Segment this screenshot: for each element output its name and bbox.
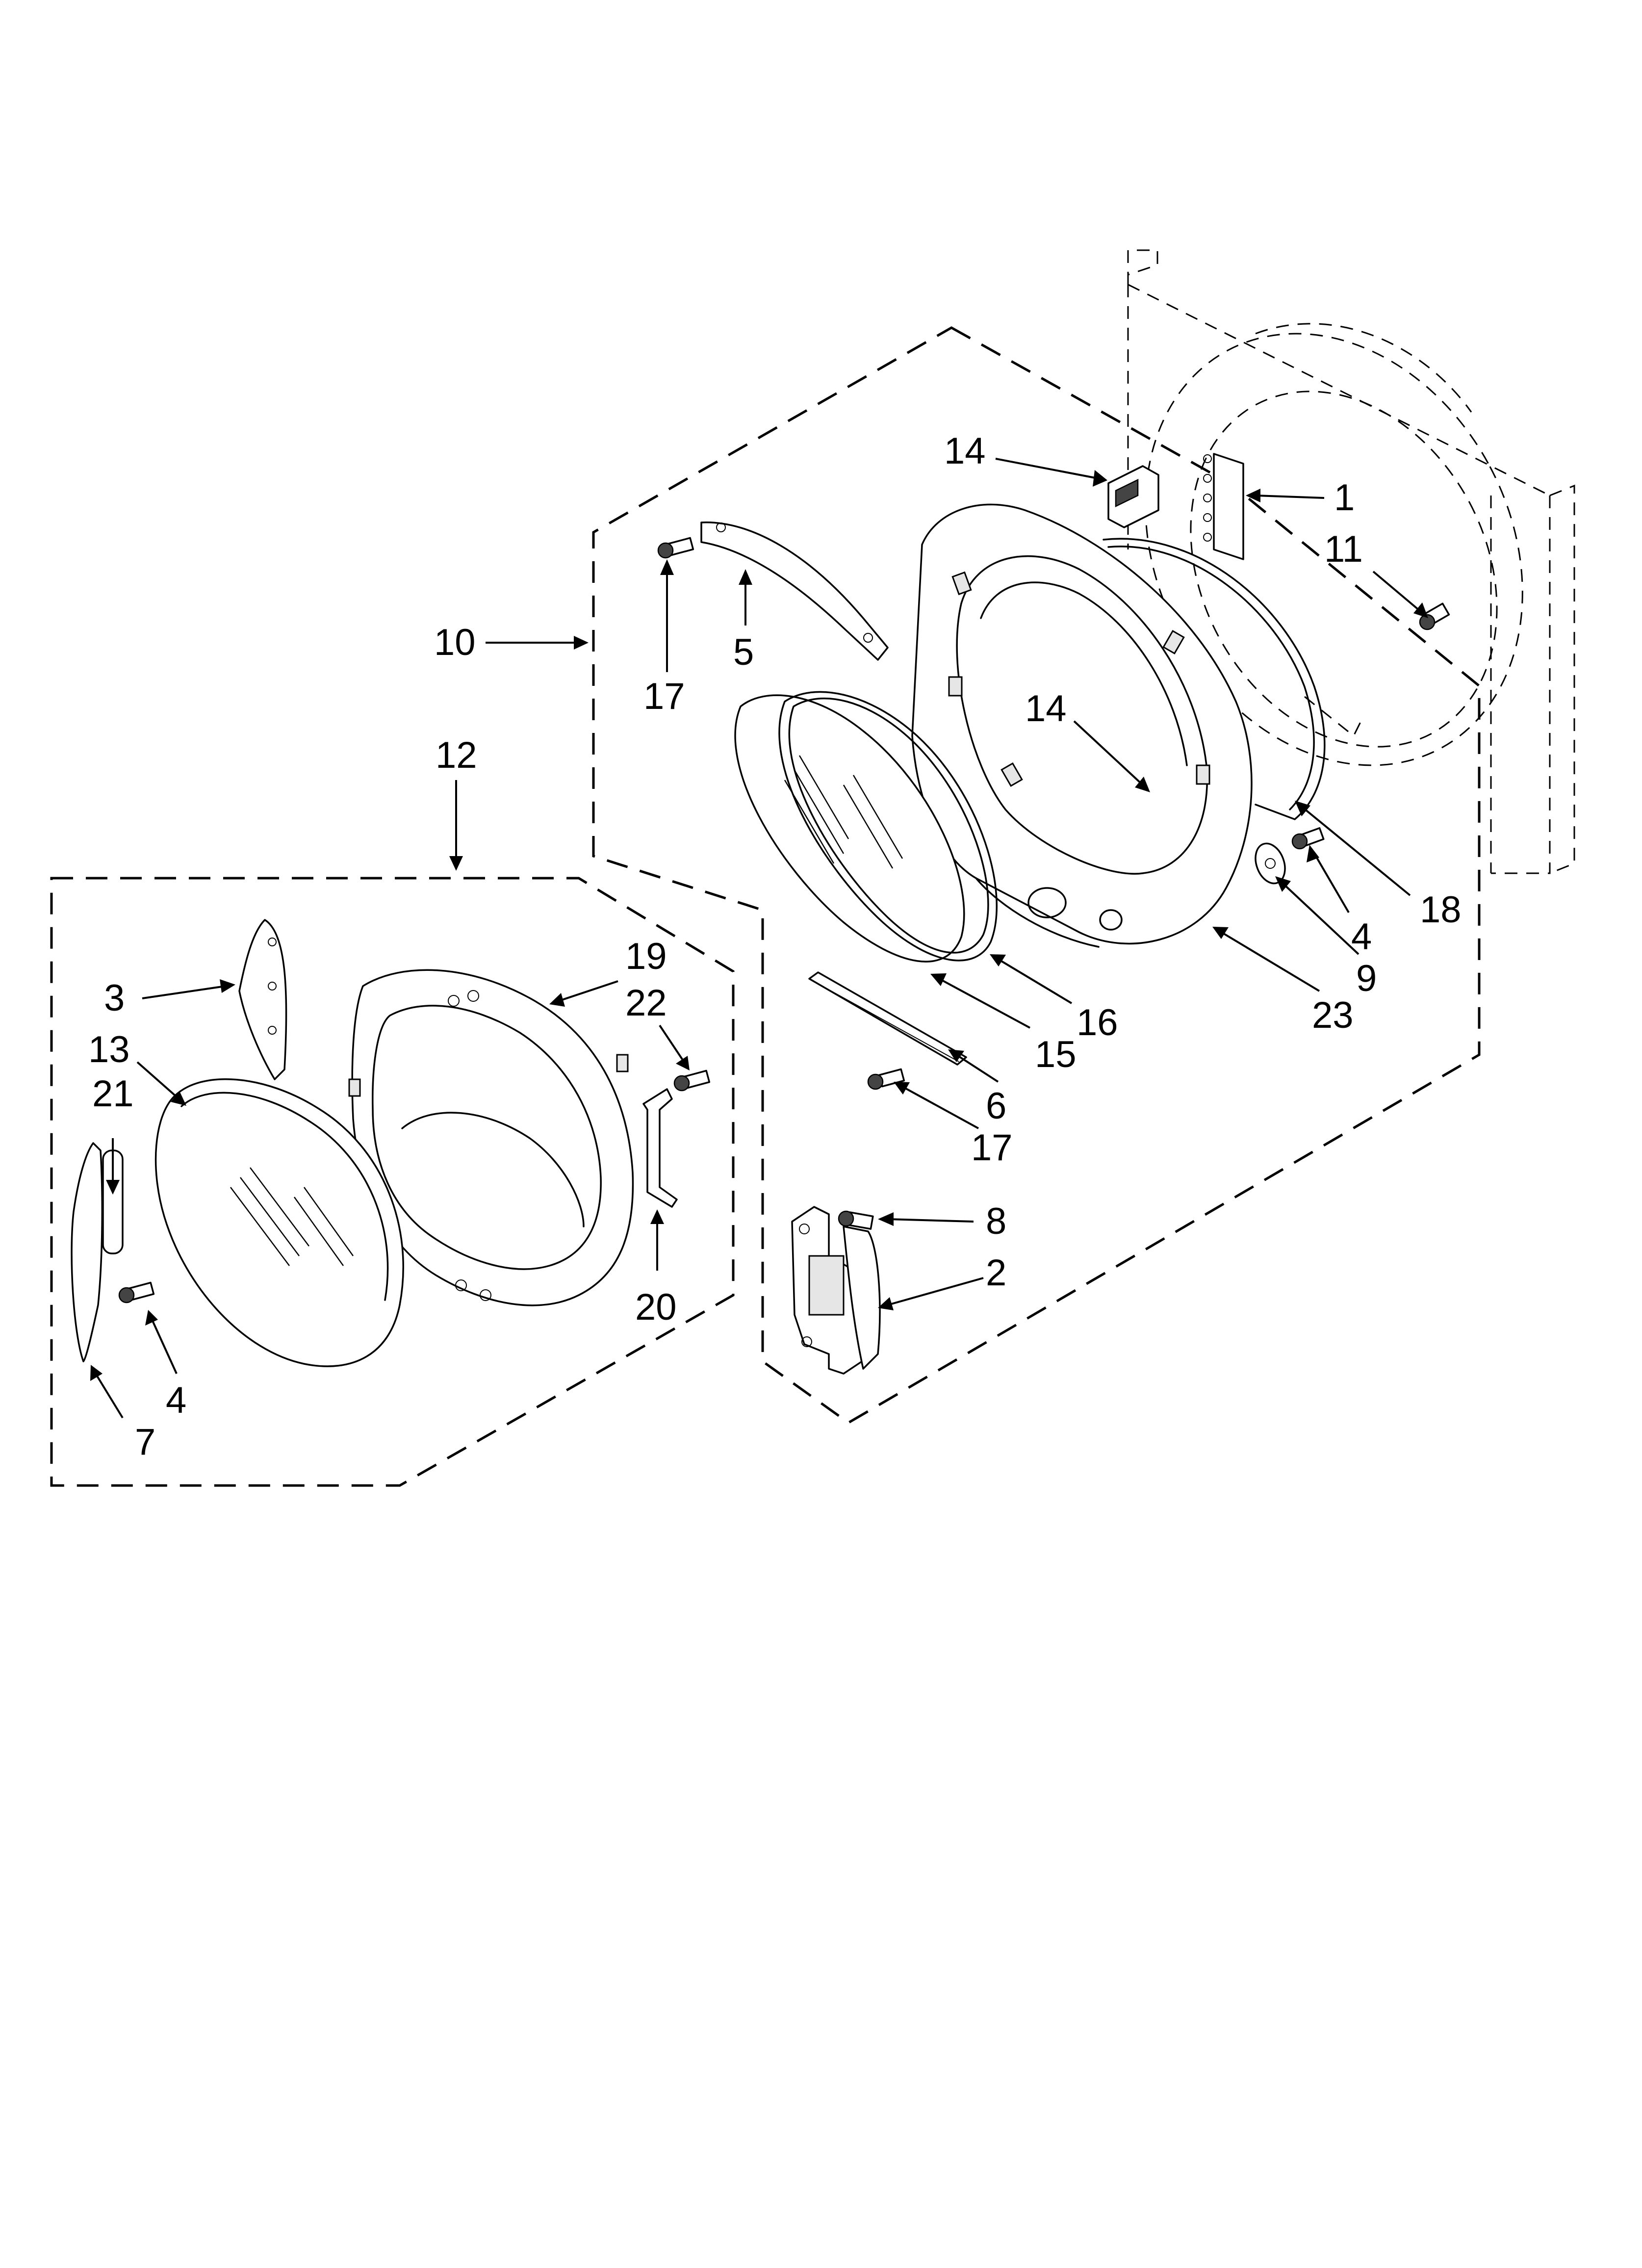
part-9-plate xyxy=(1255,842,1286,885)
callout-11: 11 xyxy=(1324,528,1363,570)
callout-19: 19 xyxy=(625,936,667,977)
callout-4-upper: 4 xyxy=(1351,916,1372,958)
part-8-screw xyxy=(838,1210,874,1230)
callout-22: 22 xyxy=(625,982,667,1024)
part-22-screw xyxy=(673,1069,711,1092)
part-11-screw xyxy=(1419,602,1450,630)
callout-14-upper: 14 xyxy=(944,430,986,472)
callout-10: 10 xyxy=(434,622,476,663)
group-10-boundary xyxy=(592,326,1481,1424)
callout-18: 18 xyxy=(1420,889,1462,931)
leader-lines xyxy=(95,458,1421,1419)
part-5-hinge-strip xyxy=(700,521,889,661)
part-3-trim xyxy=(238,919,287,1080)
callout-14-lower: 14 xyxy=(1025,688,1067,730)
callout-21: 21 xyxy=(92,1073,134,1115)
part-19-inner-door xyxy=(348,969,634,1306)
arrowheads xyxy=(90,470,1428,1381)
callout-16: 16 xyxy=(1077,1002,1118,1043)
part-14-upper-receiver xyxy=(1107,465,1159,528)
part-18-gasket xyxy=(1103,538,1326,820)
part-4-screw-upper xyxy=(1291,827,1325,850)
callout-6: 6 xyxy=(986,1085,1006,1127)
callout-7: 7 xyxy=(135,1421,155,1463)
callout-8: 8 xyxy=(986,1200,1006,1242)
callout-13: 13 xyxy=(88,1029,130,1070)
callout-4-lower: 4 xyxy=(166,1380,186,1421)
callout-9: 9 xyxy=(1356,958,1377,999)
callout-5: 5 xyxy=(733,631,754,673)
part-4-screw-lower xyxy=(118,1281,155,1303)
part-23-front-panel xyxy=(911,503,1253,948)
part-2-hinge-assembly xyxy=(791,1206,881,1375)
part-16-window-gasket xyxy=(778,691,998,962)
group-12-boundary xyxy=(50,877,735,1487)
part-17-screw-upper xyxy=(657,537,694,559)
callout-1: 1 xyxy=(1334,477,1355,519)
callout-labels: 14 1 11 17 5 10 14 18 4 9 23 16 15 6 17 … xyxy=(88,430,1462,1463)
part-6-strip xyxy=(808,971,967,1066)
callout-23: 23 xyxy=(1312,994,1354,1036)
callout-2: 2 xyxy=(986,1252,1006,1294)
callout-3: 3 xyxy=(104,977,125,1019)
callout-20: 20 xyxy=(635,1286,677,1328)
part-1-bracket xyxy=(1203,453,1244,560)
part-13-outer-glass xyxy=(154,1078,404,1367)
callout-17-lower: 17 xyxy=(971,1127,1013,1169)
callout-12: 12 xyxy=(436,734,477,776)
callout-15: 15 xyxy=(1035,1034,1077,1075)
callout-17-upper: 17 xyxy=(643,676,685,717)
part-7-handle xyxy=(71,1142,103,1362)
part-20-strike-bracket xyxy=(642,1088,678,1208)
cabinet-outline xyxy=(1127,249,1575,874)
